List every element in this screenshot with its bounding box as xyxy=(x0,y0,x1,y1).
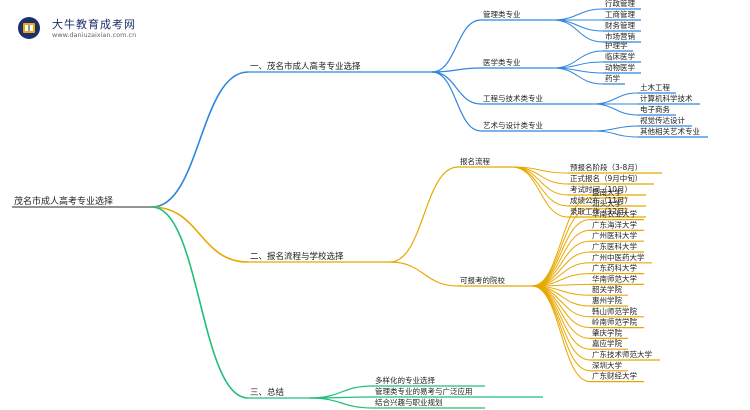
branch-2-sub-2-leaf-12: 韩山师范学院 xyxy=(592,306,637,316)
branch-2-sub-1-leaf-3: 考试时间（10月） xyxy=(570,184,632,194)
branch-2-sub-2-leaf-9: 华南师范大学 xyxy=(592,273,637,283)
branch-2-sub-1-leaf-1: 预报名阶段（3-8月） xyxy=(570,162,642,172)
link-branch-1-sub-2 xyxy=(431,67,482,73)
branch-1-sub-4-leaf-1: 视觉传达设计 xyxy=(640,115,685,125)
branch-1-sub-3-leaf-3: 电子商务 xyxy=(640,104,670,114)
branch-2-sub-2-leaf-18: 广东财经大学 xyxy=(592,371,637,381)
link-branch-2-sub-1-leaf-3 xyxy=(511,166,569,196)
branch-2-sub-2-leaf-5: 广州医科大学 xyxy=(592,230,637,240)
link-branch-2-sub-1 xyxy=(389,166,459,263)
root-node: 茂名市成人高考专业选择 xyxy=(14,195,113,207)
branch-2-sub-2-leaf-6: 广东医科大学 xyxy=(592,241,637,251)
branch-1-sub-2-leaf-3: 动物医学 xyxy=(605,62,635,72)
branch-1-sub-1-leaf-1: 行政管理 xyxy=(605,0,635,8)
branch-2-sub-2-leaf-2: 汕头大学 xyxy=(592,198,622,208)
link-branch-2-sub-2-leaf-6 xyxy=(531,251,591,287)
link-branch-2-sub-2 xyxy=(389,261,459,287)
branch-2: 二、报名流程与学校选择 xyxy=(250,251,344,262)
branch-2-sub-2-leaf-13: 岭南师范学院 xyxy=(592,317,637,327)
branch-1: 一、茂名市成人高考专业选择 xyxy=(250,61,361,72)
link-branch-2-sub-2-leaf-16 xyxy=(531,285,591,361)
branch-1-sub-4: 艺术与设计类专业 xyxy=(483,120,543,130)
mindmap-links xyxy=(12,8,708,409)
link-branch-1-sub-3-leaf-1 xyxy=(592,92,639,105)
logo-url: www.daniuzaixian.com.cn xyxy=(52,31,137,39)
branch-2-sub-2-leaf-11: 惠州学院 xyxy=(592,295,622,305)
branch-2-sub-2: 可报考的院校 xyxy=(460,275,505,285)
link-branch-2-sub-2-leaf-4 xyxy=(531,229,591,287)
branch-1-sub-2-leaf-2: 临床医学 xyxy=(605,51,635,61)
branch-2-sub-2-leaf-4: 广东海洋大学 xyxy=(592,219,637,229)
branch-1-sub-4-leaf-2: 其他相关艺术专业 xyxy=(640,126,700,136)
link-branch-2-sub-2-leaf-1 xyxy=(531,197,591,287)
branch-1-sub-2-leaf-1: 护理学 xyxy=(605,40,628,50)
branch-3-sub-2: 管理类专业的易考与广泛应用 xyxy=(375,386,473,396)
branch-2-sub-2-leaf-8: 广东药科大学 xyxy=(592,263,637,273)
link-branch-1-sub-4-leaf-1 xyxy=(592,125,639,132)
link-branch-2-sub-1-leaf-5 xyxy=(511,166,569,218)
link-branch-2-sub-2-leaf-2 xyxy=(531,208,591,287)
branch-2-sub-2-leaf-7: 广州中医药大学 xyxy=(592,252,645,262)
link-branch-1-sub-3-leaf-3 xyxy=(592,103,639,116)
link-branch-2-sub-2-leaf-17 xyxy=(531,285,591,372)
link-branch-1-sub-1-leaf-4 xyxy=(552,19,604,43)
link-branch-3-sub-1 xyxy=(309,385,374,399)
mindmap-nodes: 茂名市成人高考专业选择 一、茂名市成人高考专业选择 管理类专业 行政管理工商管理财务管… xyxy=(14,0,700,407)
branch-2-sub-1-leaf-4: 成绩公布（11月） xyxy=(570,195,632,205)
link-root-branch-2 xyxy=(151,206,249,263)
branch-3-sub-3: 结合兴趣与职业规划 xyxy=(375,397,443,407)
link-branch-2-sub-2-leaf-14 xyxy=(531,285,591,339)
link-branch-2-sub-2-leaf-3 xyxy=(531,219,591,287)
branch-2-sub-1-leaf-5: 录取工作（12月） xyxy=(570,206,632,216)
branch-1-sub-1: 管理类专业 xyxy=(483,9,521,19)
branch-2-sub-2-leaf-15: 嘉应学院 xyxy=(592,338,622,348)
link-branch-1-sub-2-leaf-4 xyxy=(552,67,604,85)
link-root-branch-3 xyxy=(151,206,249,399)
link-branch-1-sub-4 xyxy=(431,71,482,132)
link-branch-1-sub-1 xyxy=(431,19,482,73)
site-logo: 大牛教育成考网 www.daniuzaixian.com.cn xyxy=(16,14,146,44)
link-branch-2-sub-2-leaf-18 xyxy=(531,285,591,383)
link-branch-1-sub-1-leaf-1 xyxy=(552,8,604,21)
branch-1-sub-3-leaf-2: 计算机科学技术 xyxy=(640,93,693,103)
branch-1-sub-2: 医学类专业 xyxy=(483,57,521,67)
link-branch-1-sub-1-leaf-3 xyxy=(552,19,604,32)
branch-2-sub-2-leaf-14: 肇庆学院 xyxy=(592,327,622,337)
branch-2-sub-2-leaf-10: 韶关学院 xyxy=(592,284,622,294)
link-branch-2-sub-2-leaf-13 xyxy=(531,285,591,329)
branch-2-sub-2-leaf-1: 暨南大学 xyxy=(592,187,622,197)
branch-1-sub-1-leaf-4: 市场营销 xyxy=(605,31,635,41)
link-branch-3-sub-3 xyxy=(309,397,374,409)
branch-2-sub-1-leaf-2: 正式报名（9月中旬） xyxy=(570,173,642,183)
logo-title: 大牛教育成考网 xyxy=(52,18,136,31)
branch-1-sub-1-leaf-2: 工商管理 xyxy=(605,9,635,19)
branch-1-sub-2-leaf-4: 药学 xyxy=(605,73,620,83)
branch-2-sub-2-leaf-16: 广东技术师范大学 xyxy=(592,349,652,359)
branch-1-sub-3-leaf-1: 土木工程 xyxy=(640,82,670,92)
branch-3: 三、总结 xyxy=(250,387,284,398)
branch-3-sub-1: 多样化的专业选择 xyxy=(375,375,435,385)
branch-2-sub-1: 报名流程 xyxy=(460,156,490,166)
link-root-branch-1 xyxy=(151,71,249,208)
branch-1-sub-1-leaf-3: 财务管理 xyxy=(605,20,635,30)
branch-1-sub-3: 工程与技术类专业 xyxy=(483,93,543,103)
book-icon xyxy=(16,16,42,40)
link-branch-1-sub-4-leaf-2 xyxy=(592,130,639,138)
branch-2-sub-2-leaf-3: 华南农业大学 xyxy=(592,209,637,219)
link-branch-1-sub-3 xyxy=(431,71,482,105)
branch-2-sub-2-leaf-17: 深圳大学 xyxy=(592,360,622,370)
